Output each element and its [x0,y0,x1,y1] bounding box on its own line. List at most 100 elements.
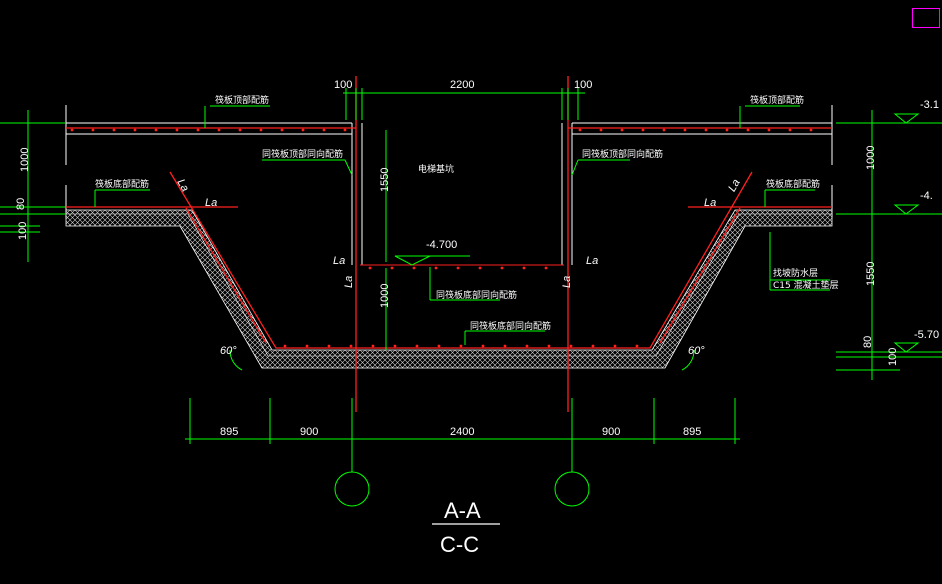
waterproof-label: 找坡防水层 [773,267,818,279]
rebar-dot [349,344,353,348]
rebar-dot [569,344,573,348]
rebar-dot [368,266,372,270]
la-label-left-slope: La [174,177,191,194]
la-label-right-slab: La [704,197,716,209]
rebar-dot [525,344,529,348]
rebar-dot [591,344,595,348]
la-label-left-pit: La [333,255,345,267]
rebar-dot [280,128,284,132]
anchorage-labels: La La La La La La La La [174,177,742,288]
section-title: A-A C-C [432,498,500,557]
la-label-right-slope: La [726,177,743,194]
rebar-dot [478,266,482,270]
rebar-dot [547,344,551,348]
rebar-dot [725,128,729,132]
section-title-bottom: C-C [440,532,479,557]
rebar-dot [434,266,438,270]
la-label-right-wall: La [561,276,573,288]
pit-bottom-rebar-label: 同筏板底部同向配筋 [436,289,517,301]
dim-bottom-1: 895 [220,426,238,438]
rebar-dot [620,128,624,132]
la-label-right-pit: La [586,255,598,267]
dim-right-2: 1550 [865,262,877,286]
dim-left-3: 100 [17,222,29,240]
rebar-dots [70,128,813,348]
elevation-bottom-right: -5.70 [914,329,939,341]
rebar-dot [746,128,750,132]
rebar-dot [503,344,507,348]
pit-name-label: 电梯基坑 [418,163,454,175]
elevation-pit-bottom: -4.700 [426,239,457,251]
rebar-dot [412,266,416,270]
annotation-labels: 筏板顶部配筋 筏板顶部配筋 同筏板顶部同向配筋 同筏板顶部同向配筋 筏板底部配筋… [95,94,839,357]
rebar-dot [481,344,485,348]
rebar-dot [683,128,687,132]
rebar-dot [175,128,179,132]
dim-left-1: 1000 [19,148,31,172]
dim-left-2: 80 [15,198,27,210]
top-rebar-label-right: 筏板顶部配筋 [750,94,804,106]
elevation-mid-right: -4. [920,190,933,202]
rebar-dot [112,128,116,132]
rebar-dot [393,344,397,348]
dim-top-pit-width: 2200 [450,79,474,91]
viewport-tag [912,8,940,28]
rebar-dot [322,128,326,132]
rebar-dot [662,128,666,132]
rebar-dot [327,344,331,348]
rebar-dot [133,128,137,132]
rebar-dot [809,128,813,132]
dim-top-right-offset: 100 [574,79,592,91]
rebar-dot [613,344,617,348]
rebar-dot [599,128,603,132]
rebar-dot [456,266,460,270]
rebar-dot [154,128,158,132]
dimension-texts: 100 2200 100 895 900 2400 900 895 1000 8… [15,79,939,438]
section-title-top: A-A [444,498,481,523]
rebar-dot [704,128,708,132]
rebar-dot [767,128,771,132]
wall-rebar-label-left: 同筏板顶部同向配筋 [262,148,343,160]
dim-under-pit: 1000 [379,284,391,308]
rebar-dot [390,266,394,270]
rebar-dot [305,344,309,348]
rebar-dot [641,128,645,132]
rebar-dot [343,128,347,132]
dimension-lines [0,88,942,507]
rebar-dot [578,128,582,132]
cushion-label: C15 混凝土垫层 [773,279,839,291]
dim-bottom-3: 2400 [450,426,474,438]
dim-bottom-4: 900 [602,426,620,438]
rebar-dot [259,128,263,132]
dim-right-3: 80 [862,336,874,348]
dim-top-left-offset: 100 [334,79,352,91]
rebar-dot [635,344,639,348]
rebar-dot [459,344,463,348]
rebar-lines [66,76,832,412]
rebar-dot [283,344,287,348]
rebar-dot [301,128,305,132]
rebar-dot [788,128,792,132]
slab-bottom-label-left: 筏板底部配筋 [95,178,149,190]
dim-right-1: 1000 [865,146,877,170]
rebar-dot [522,266,526,270]
rebar-dot [238,128,242,132]
rebar-dot [70,128,74,132]
la-label-left-wall: La [343,276,355,288]
dim-right-4: 100 [887,348,899,366]
dim-pit-depth: 1550 [379,168,391,192]
rebar-dot [437,344,441,348]
elevation-top-right: -3.1 [920,99,939,111]
rebar-dot [217,128,221,132]
dim-bottom-2: 900 [300,426,318,438]
rebar-dot [91,128,95,132]
slab-bottom-label-right: 筏板底部配筋 [766,178,820,190]
dim-bottom-5: 895 [683,426,701,438]
rebar-dot [371,344,375,348]
rebar-dot [196,128,200,132]
cushion-layers [65,209,833,369]
rebar-dot [500,266,504,270]
angle-label-right: 60° [688,345,705,357]
wall-rebar-label-right: 同筏板顶部同向配筋 [582,148,663,160]
